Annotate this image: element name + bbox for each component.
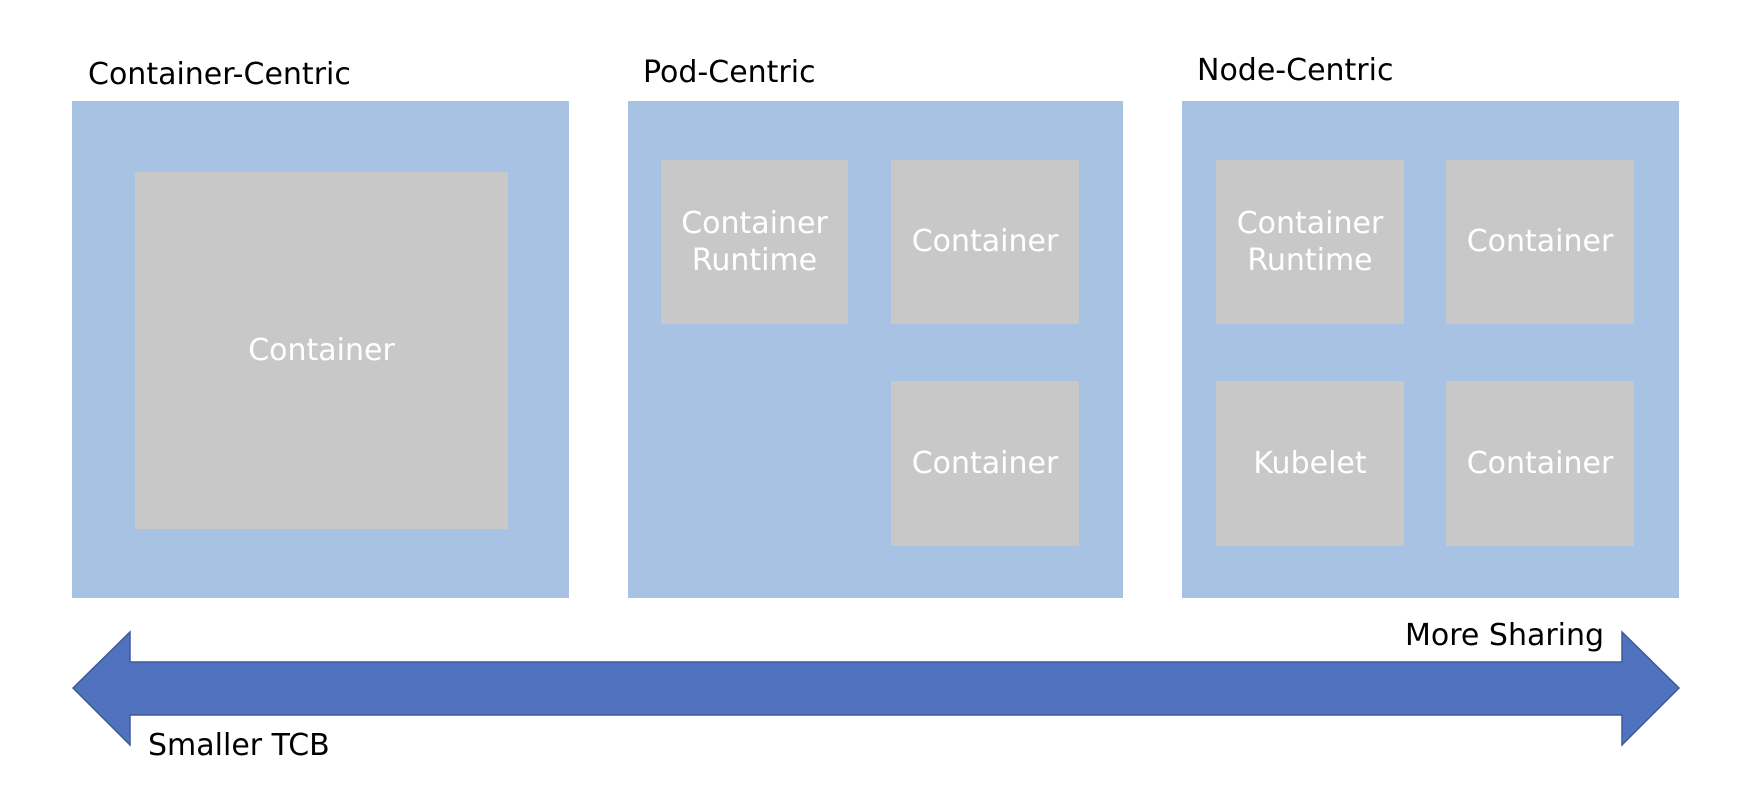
box-label-line-1: Container (681, 205, 828, 241)
box-label-line-1: Container (1236, 205, 1384, 241)
box-label: Container (1466, 224, 1614, 260)
panel-title-container-centric: Container-Centric (88, 57, 351, 92)
container-box: Container (891, 381, 1079, 546)
container-runtime-box: Container Runtime (1216, 160, 1404, 324)
container-box: Container (1446, 381, 1634, 546)
box-label: Container (248, 332, 395, 368)
container-runtime-box: Container Runtime (661, 160, 848, 324)
box-label: Container (911, 445, 1059, 481)
smaller-tcb-label: Smaller TCB (148, 728, 330, 763)
node-centric-panel: Container Runtime Container Kubelet Cont… (1182, 101, 1679, 598)
panel-title-node-centric: Node-Centric (1197, 53, 1394, 88)
pod-centric-panel: Container Runtime Container Container (628, 101, 1123, 598)
box-label: Kubelet (1253, 445, 1367, 481)
container-centric-panel: Container (72, 101, 569, 598)
box-label-line-2: Runtime (1247, 243, 1373, 278)
panel-title-pod-centric: Pod-Centric (643, 55, 816, 90)
box-label: Container (911, 224, 1059, 260)
box-label: Container (1466, 445, 1614, 481)
box-label-line-2: Runtime (691, 243, 818, 278)
double-arrow-shape (71, 630, 1681, 747)
kubelet-box: Kubelet (1216, 381, 1404, 546)
container-box: Container (135, 172, 508, 529)
container-box: Container (1446, 160, 1634, 324)
container-box: Container (891, 160, 1079, 324)
more-sharing-label: More Sharing (1405, 618, 1605, 653)
